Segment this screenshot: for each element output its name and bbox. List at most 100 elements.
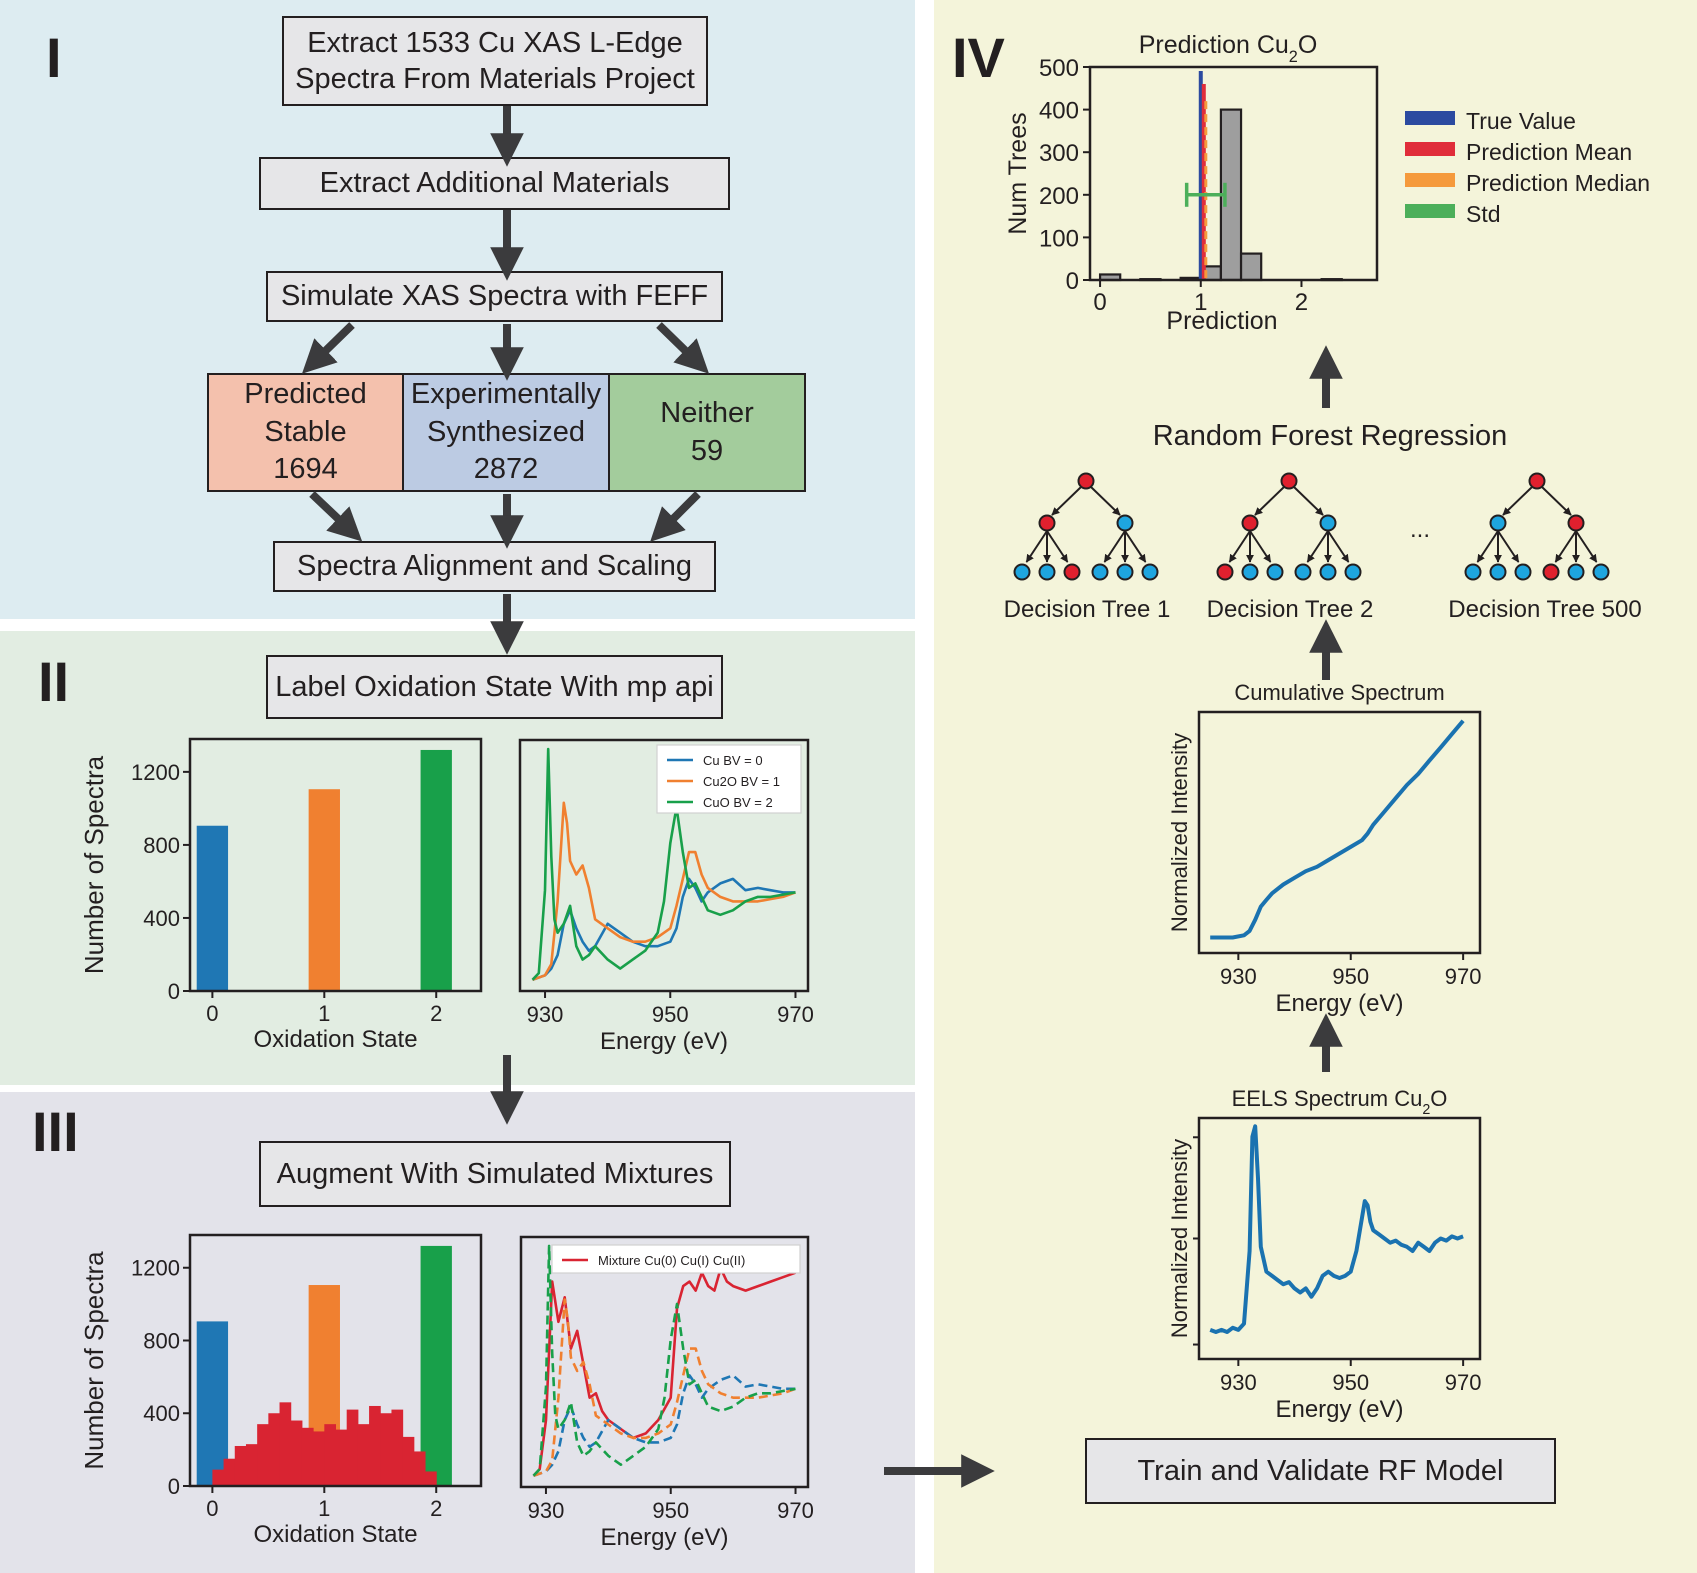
x-tick-label: 930 [527,1002,564,1027]
tree-edge [1541,486,1572,516]
y-tick-label: 400 [143,906,180,931]
x-tick-label: 970 [1445,1370,1482,1395]
bar-mixture-bin [290,1420,303,1486]
y-tick-label: 400 [143,1401,180,1426]
y-tick-label: 0 [168,1474,180,1499]
step-augment-mixtures: Augment With Simulated Mixtures [259,1141,731,1207]
rf-title: Random Forest Regression [1152,420,1508,452]
y-tick-label: 800 [143,833,180,858]
tree-node [1489,514,1507,532]
hist-frame [188,1233,483,1488]
legend-swatch [1405,173,1455,187]
tree-edge [1306,530,1329,563]
spectrum-line-cuo-bv-2 [531,747,796,981]
legend-swatch [1405,204,1455,218]
bar-mixture-bin [223,1458,236,1486]
legend-swatch [1405,111,1455,125]
tree-edge [1575,530,1598,563]
legend-label: True Value [1466,108,1576,134]
x-tick-label: 970 [777,1498,814,1523]
panel-label-1: I [46,26,62,89]
spectrum-line-mixture-cu-0-cu-i-cu-ii- [532,1267,796,1477]
y-tick-label: 1200 [131,1256,180,1281]
x-tick-label: 950 [652,1002,689,1027]
tree-node [1280,472,1298,490]
y-tick-label: 1200 [131,760,180,785]
tree-node [1241,514,1259,532]
bar-mixture-bin [212,1469,225,1486]
tree-node [1116,514,1134,532]
bar-mixture-bin [245,1444,258,1486]
tree-node [1464,563,1482,581]
tree-node [1542,563,1560,581]
spectrum-line [1210,719,1465,940]
tree-node [1344,563,1362,581]
tree-ellipsis: ... [1409,516,1430,543]
y-axis-label: Normalized Intensity [1167,1139,1192,1338]
tree-edge [1046,530,1069,563]
chart-title: Prediction Cu2O [1139,31,1318,66]
tree-node [1489,563,1507,581]
tree-edge [1025,530,1048,563]
y-axis-label: Number of Spectra [79,755,109,974]
bar-mixture-bin [402,1436,415,1486]
tree-edge [1497,530,1520,563]
legend-label: Prediction Median [1466,170,1650,196]
x-tick-label: 970 [1445,964,1482,989]
bar-mixture-bin [335,1429,348,1486]
tree-edge [1502,486,1533,516]
tree-node [1241,563,1259,581]
bar-oxidation-2 [420,1245,452,1486]
bar-oxidation-0 [196,825,229,991]
x-tick-label: 2 [430,1001,442,1026]
tree-edge [1103,530,1126,563]
bar-mixture-bin [380,1413,392,1486]
spectrum-frame [518,738,810,993]
tree-label-1: Decision Tree 1 [1003,596,1171,623]
category-predicted-stable: Predicted Stable 1694 [207,373,404,492]
panel-4-random-forest [934,0,1697,1573]
y-tick-label: 800 [143,1328,180,1353]
spectrum-frame [1197,710,1482,955]
x-axis-label: Oxidation State [253,1026,417,1053]
y-tick-label: 200 [1039,183,1079,210]
bar-mixture-bin [413,1451,426,1486]
tree-edge [1228,530,1251,563]
legend-label: Std [1466,201,1501,227]
tree-node [1592,563,1610,581]
step-train-validate: Train and Validate RF Model [1085,1438,1556,1504]
legend-label: Prediction Mean [1466,139,1632,165]
x-tick-label: 1 [318,1001,330,1026]
x-axis-label: Energy (eV) [600,1524,728,1551]
tree-edge [1476,530,1499,563]
tree-edge [1051,486,1082,516]
y-axis-label: Num Trees [1004,112,1032,234]
y-tick-label: 300 [1039,140,1079,167]
tree-edge [1090,486,1121,516]
tree-node [1063,563,1081,581]
x-tick-label: 930 [528,1498,565,1523]
x-tick-label: 950 [1332,1370,1369,1395]
bar-oxidation-2 [420,749,452,991]
chart-title: Cumulative Spectrum [1234,680,1444,705]
step-label-oxidation: Label Oxidation State With mp api [266,655,723,719]
y-tick-label: 500 [1039,55,1079,82]
bar-mixture-bin [279,1402,292,1486]
x-tick-label: 2 [430,1496,442,1521]
spectrum-line [533,1298,796,1478]
bar-mixture-bin [324,1424,336,1486]
tree-node [1514,563,1532,581]
tree-label-2: Decision Tree 2 [1206,596,1374,623]
x-tick-label: 930 [1220,964,1257,989]
tree-node [1077,472,1095,490]
tree-node [1319,563,1337,581]
tree-edge [1327,530,1350,563]
tree-node [1116,563,1134,581]
x-tick-label: 950 [652,1498,689,1523]
tree-edge [1249,530,1272,563]
tree-node [1567,514,1585,532]
x-tick-label: 930 [1220,1370,1257,1395]
tree-node [1528,472,1546,490]
tree-node [1038,514,1056,532]
